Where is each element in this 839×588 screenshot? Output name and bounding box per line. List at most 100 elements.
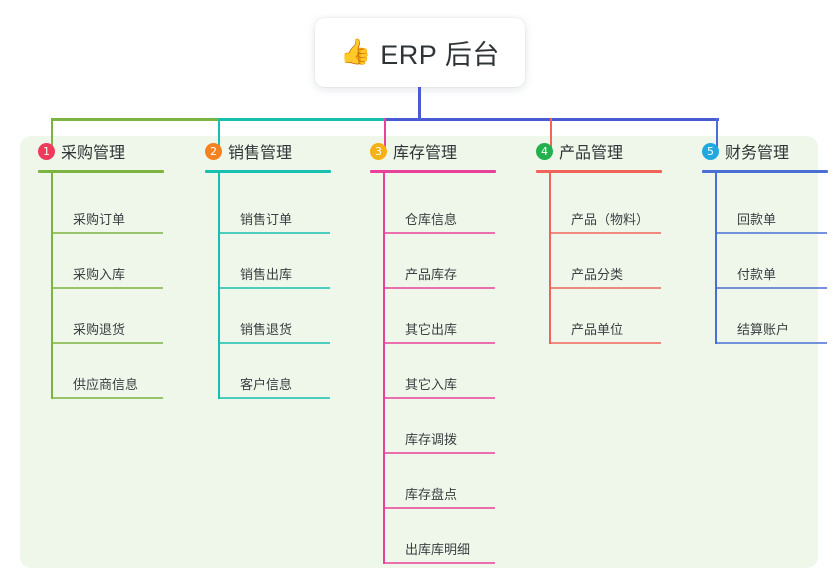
branch-sub-item-rule	[383, 342, 495, 344]
branch-sub-item-rule	[383, 562, 495, 564]
branch-sub-item[interactable]: 回款单	[715, 196, 827, 234]
branch-sub-item-label: 产品分类	[571, 267, 624, 282]
branch-sub-item[interactable]: 采购退货	[51, 306, 163, 344]
branch-sub-item-rule	[218, 232, 330, 234]
branch-drop-connector	[218, 118, 220, 148]
branch-title: 销售管理	[228, 145, 293, 162]
root-node-title: ERP 后台	[380, 40, 500, 70]
branch-header-rule	[38, 170, 164, 173]
branch-sub-item[interactable]: 仓库信息	[383, 196, 495, 234]
branch-sub-item-label: 销售出库	[240, 267, 293, 282]
branch-sub-item-rule	[549, 287, 661, 289]
root-node[interactable]: 👍 ERP 后台	[315, 18, 525, 87]
branch-number-badge: 1	[38, 142, 55, 160]
branch-sub-item-rule	[383, 232, 495, 234]
branch-sub-item-rule	[51, 287, 163, 289]
bus-segment	[51, 118, 221, 121]
branch-sub-item-label: 销售订单	[240, 212, 293, 227]
branch-title: 库存管理	[393, 145, 458, 162]
bus-segment	[550, 118, 719, 121]
branch-sub-item-rule	[218, 287, 330, 289]
branch-sub-item-rule	[218, 397, 330, 399]
branch-sub-item-label: 其它出库	[405, 322, 458, 337]
root-node-content: 👍 ERP 后台	[340, 33, 500, 72]
branch-spine	[715, 170, 717, 344]
diagram-panel	[20, 136, 818, 568]
branch-sub-item-label: 库存盘点	[405, 487, 458, 502]
branch-sub-item-label: 结算账户	[737, 322, 790, 337]
branch-sub-item[interactable]: 其它入库	[383, 361, 495, 399]
branch-title: 产品管理	[559, 145, 624, 162]
branch-sub-item-rule	[383, 507, 495, 509]
branch-sub-item[interactable]: 库存盘点	[383, 471, 495, 509]
branch-sub-item[interactable]: 客户信息	[218, 361, 330, 399]
branch-sub-item[interactable]: 供应商信息	[51, 361, 163, 399]
branch-sub-item-label: 供应商信息	[73, 377, 139, 392]
branch-header[interactable]: 1 采购管理	[20, 136, 180, 166]
branch-sub-item-label: 出库库明细	[405, 542, 471, 557]
branch-sub-item-label: 采购订单	[73, 212, 126, 227]
branch-sub-item-label: 付款单	[737, 267, 777, 282]
branch-sub-item-rule	[549, 232, 661, 234]
branch-spine	[549, 170, 551, 344]
branch-column: 2 销售管理销售订单销售出库销售退货客户信息	[187, 136, 347, 399]
branch-drop-connector	[550, 118, 552, 148]
branch-drop-connector	[716, 118, 718, 148]
branch-spine	[218, 170, 220, 399]
branch-sub-item-label: 产品单位	[571, 322, 624, 337]
branch-sub-item-label: 产品（物料）	[571, 212, 650, 227]
branch-number-badge: 3	[370, 142, 387, 160]
branch-sub-item[interactable]: 采购订单	[51, 196, 163, 234]
branch-sub-item-rule	[218, 342, 330, 344]
branch-sub-item[interactable]: 其它出库	[383, 306, 495, 344]
branch-sub-item-rule	[383, 397, 495, 399]
branch-sub-item-rule	[51, 232, 163, 234]
branch-sub-item-label: 采购入库	[73, 267, 126, 282]
branch-spine	[51, 170, 53, 399]
branch-sub-item[interactable]: 销售订单	[218, 196, 330, 234]
branch-header-rule	[702, 170, 828, 173]
branch-sub-item-rule	[715, 232, 827, 234]
branch-number-badge: 2	[205, 142, 222, 160]
branch-header[interactable]: 2 销售管理	[187, 136, 347, 166]
root-trunk-connector	[418, 87, 421, 120]
branch-sub-item[interactable]: 产品库存	[383, 251, 495, 289]
branch-number-badge: 5	[702, 142, 719, 160]
branch-sub-item-label: 产品库存	[405, 267, 458, 282]
branch-header-rule	[536, 170, 662, 173]
branch-sub-item[interactable]: 销售退货	[218, 306, 330, 344]
branch-title: 采购管理	[61, 145, 126, 162]
branch-sub-item[interactable]: 结算账户	[715, 306, 827, 344]
branch-sub-item-rule	[549, 342, 661, 344]
branch-sub-item-label: 库存调拨	[405, 432, 458, 447]
branch-spine	[383, 170, 385, 564]
branch-sub-item-rule	[51, 397, 163, 399]
branch-sub-item[interactable]: 产品（物料）	[549, 196, 661, 234]
branch-column: 3 库存管理仓库信息产品库存其它出库其它入库库存调拨库存盘点出库库明细	[352, 136, 512, 564]
branch-sub-item-rule	[383, 452, 495, 454]
branch-header-rule	[205, 170, 331, 173]
branch-number-badge: 4	[536, 142, 553, 160]
branch-sub-item[interactable]: 销售出库	[218, 251, 330, 289]
branch-header-rule	[370, 170, 496, 173]
branch-sub-item-label: 回款单	[737, 212, 777, 227]
branch-sub-item-label: 客户信息	[240, 377, 293, 392]
branch-header[interactable]: 4 产品管理	[518, 136, 678, 166]
branch-sub-item-label: 其它入库	[405, 377, 458, 392]
branch-sub-item[interactable]: 付款单	[715, 251, 827, 289]
branch-sub-item-rule	[51, 342, 163, 344]
thumbs-up-icon: 👍	[340, 38, 372, 66]
branch-sub-item-rule	[383, 287, 495, 289]
branch-sub-item-label: 销售退货	[240, 322, 293, 337]
branch-header[interactable]: 3 库存管理	[352, 136, 512, 166]
branch-sub-item[interactable]: 产品单位	[549, 306, 661, 344]
branch-sub-item[interactable]: 产品分类	[549, 251, 661, 289]
branch-sub-item[interactable]: 采购入库	[51, 251, 163, 289]
branch-sub-item[interactable]: 库存调拨	[383, 416, 495, 454]
branch-sub-item[interactable]: 出库库明细	[383, 526, 495, 564]
branch-sub-item-rule	[715, 287, 827, 289]
bus-segment	[218, 118, 387, 121]
